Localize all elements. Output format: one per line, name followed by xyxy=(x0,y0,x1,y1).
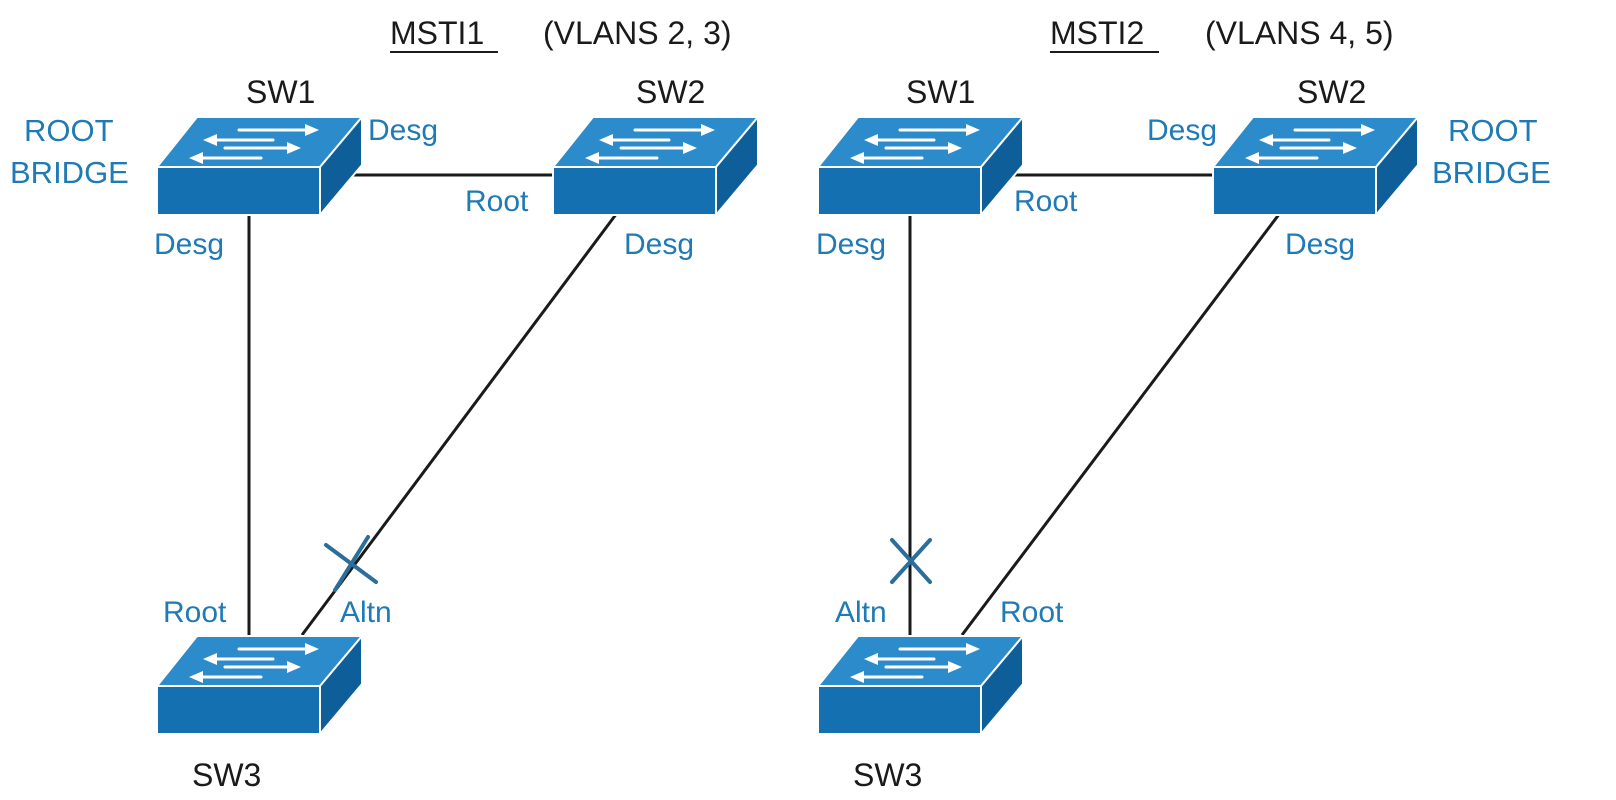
root-bridge-label-line2: BRIDGE xyxy=(10,155,129,190)
port-sw1-to-sw2: Desg xyxy=(368,114,438,147)
msti2-diagram: MSTI2 (VLANS 4, 5) SW1 SW2 SW3 ROOT BRID… xyxy=(816,15,1551,793)
msti1-title: MSTI1 xyxy=(390,15,484,51)
root-bridge-label-line1: ROOT xyxy=(1448,113,1538,148)
switch-sw2[interactable] xyxy=(551,115,760,217)
root-bridge-label-line1: ROOT xyxy=(24,113,114,148)
port-sw2-to-sw1: Desg xyxy=(1147,114,1217,147)
port-sw3-to-sw1: Altn xyxy=(835,596,887,629)
sw1-name: SW1 xyxy=(246,74,315,110)
link-sw2-sw3 xyxy=(300,212,619,636)
sw2-name: SW2 xyxy=(1297,74,1366,110)
port-sw2-to-sw3: Desg xyxy=(624,228,694,261)
port-sw3-to-sw2: Altn xyxy=(340,596,392,629)
network-switch-icon xyxy=(155,634,364,736)
sw3-name: SW3 xyxy=(192,757,261,793)
network-switch-icon xyxy=(1211,115,1420,217)
switch-sw3[interactable] xyxy=(816,634,1025,736)
link-sw2-sw3 xyxy=(960,212,1282,636)
network-switch-icon xyxy=(816,634,1025,736)
network-switch-icon xyxy=(816,115,1025,217)
port-sw3-to-sw2: Root xyxy=(1000,596,1064,629)
sw3-name: SW3 xyxy=(853,757,922,793)
blocked-port-x-icon xyxy=(890,538,932,584)
sw2-name: SW2 xyxy=(636,74,705,110)
switch-sw2[interactable] xyxy=(1211,115,1420,217)
port-sw2-to-sw1: Root xyxy=(465,185,529,218)
msti1-vlans: (VLANS 2, 3) xyxy=(543,15,732,51)
port-sw1-to-sw3: Desg xyxy=(816,228,886,261)
switch-sw1[interactable] xyxy=(816,115,1025,217)
port-sw2-to-sw3: Desg xyxy=(1285,228,1355,261)
switch-sw3[interactable] xyxy=(155,634,364,736)
msti2-title: MSTI2 xyxy=(1050,15,1144,51)
port-sw1-to-sw3: Desg xyxy=(154,228,224,261)
msti2-vlans: (VLANS 4, 5) xyxy=(1205,15,1394,51)
blocked-port-x-icon xyxy=(324,535,378,592)
network-switch-icon xyxy=(551,115,760,217)
root-bridge-label-line2: BRIDGE xyxy=(1432,155,1551,190)
sw1-name: SW1 xyxy=(906,74,975,110)
port-sw1-to-sw2: Root xyxy=(1014,185,1078,218)
port-sw3-to-sw1: Root xyxy=(163,596,227,629)
switch-sw1[interactable] xyxy=(155,115,364,217)
msti1-diagram: MSTI1 (VLANS 2, 3) SW1 SW2 SW3 ROOT BRID… xyxy=(10,15,760,793)
network-switch-icon xyxy=(155,115,364,217)
